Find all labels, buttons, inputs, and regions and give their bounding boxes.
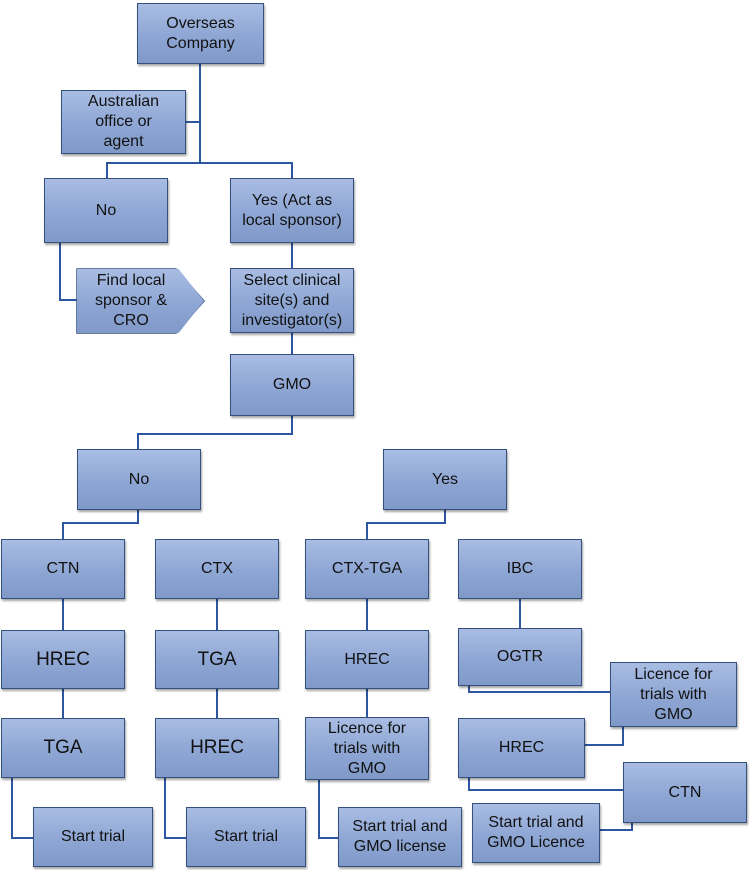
connector-ogtr-licence [468, 686, 610, 693]
find-local-sponsor-box: Find local sponsor & CRO [77, 269, 204, 333]
connector-ctn-start [600, 823, 633, 831]
hrec-box-1: HREC [1, 630, 125, 689]
hrec-box-4: HREC [458, 718, 585, 778]
start-trial-box-1: Start trial [33, 807, 153, 867]
overseas-company-box: Overseas Company [137, 3, 264, 64]
ctn-box-4: CTN [623, 762, 747, 823]
select-clinical-site-box: Select clinical site(s) and investigator… [230, 268, 354, 333]
australian-office-box: Australian office or agent [61, 90, 186, 154]
start-trial-box-2: Start trial [186, 807, 306, 867]
connector-gmo-split [137, 416, 293, 449]
connector-hrec-ctn [468, 778, 623, 791]
tga-box-1: TGA [1, 718, 125, 778]
start-trial-gmo-licence-box: Start trial and GMO Licence [472, 803, 600, 863]
licence-gmo-box-4: Licence for trials with GMO [610, 662, 737, 727]
connector-sponsor-split [106, 162, 293, 178]
ogtr-box: OGTR [458, 628, 582, 686]
connector-tga-start [11, 778, 33, 839]
ctn-box: CTN [1, 539, 125, 599]
no-box: No [44, 178, 168, 243]
ctx-box: CTX [155, 539, 279, 599]
connector-licence-hrec [585, 727, 624, 746]
gmo-no-box: No [77, 449, 201, 510]
start-trial-gmo-license-box: Start trial and GMO license [338, 807, 462, 867]
connector-no-to-find [59, 243, 77, 301]
connector-no-branch [62, 510, 139, 539]
yes-local-sponsor-box: Yes (Act as local sponsor) [230, 178, 354, 243]
licence-gmo-box-3: Licence for trials with GMO [305, 717, 429, 780]
ctx-tga-box: CTX-TGA [305, 539, 429, 599]
connector-yes-branch [366, 510, 446, 539]
ibc-box: IBC [458, 539, 582, 599]
gmo-box: GMO [230, 354, 354, 416]
hrec-box-3: HREC [305, 630, 429, 689]
hrec-box-2: HREC [155, 718, 279, 778]
gmo-yes-box: Yes [383, 449, 507, 510]
tga-box-2: TGA [155, 630, 279, 689]
connector-licence-start [318, 778, 338, 839]
connector-hrec-start [164, 778, 186, 839]
